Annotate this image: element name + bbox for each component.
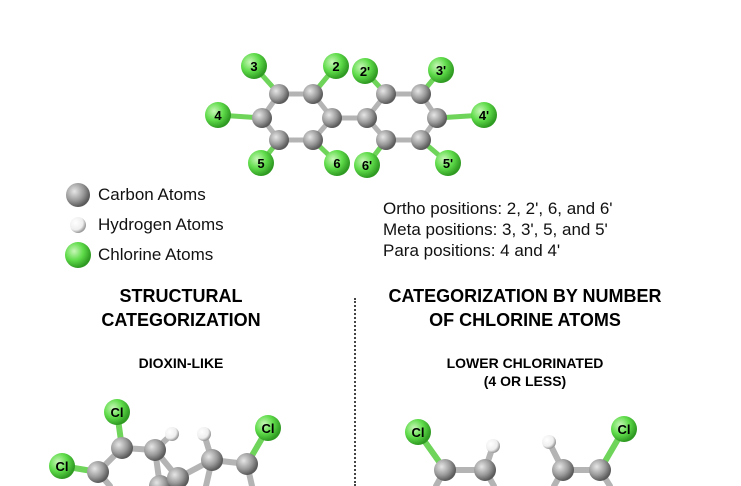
legend-label-carbon: Carbon Atoms (98, 185, 206, 204)
svg-text:Cl: Cl (111, 405, 124, 420)
chlorine-atom-2-prime: 2' (352, 58, 378, 84)
chlorine-atom-2: 2 (323, 53, 349, 79)
svg-text:Cl: Cl (412, 425, 425, 440)
svg-text:4': 4' (479, 108, 489, 123)
position-description: Ortho positions: 2, 2', 6, and 6' Meta p… (383, 198, 613, 261)
svg-text:3: 3 (250, 59, 257, 74)
svg-text:3': 3' (436, 63, 446, 78)
lower-chlorinated-subheading: LOWER CHLORINATED (4 OR LESS) (446, 355, 604, 389)
chlorine-atom-6: 6 (324, 150, 350, 176)
chlorine-atom-4-prime: 4' (471, 102, 497, 128)
dioxin-cl-top: Cl (104, 399, 130, 425)
chlorine-atom-5-prime: 5' (435, 150, 461, 176)
svg-text:6': 6' (362, 158, 372, 173)
chlorine-atom-5: 5 (248, 150, 274, 176)
chlorine-atom-3-prime: 3' (428, 57, 454, 83)
chlorine-number-categorization-heading: CATEGORIZATION BY NUMBER OF CHLORINE ATO… (388, 286, 662, 330)
svg-text:2': 2' (360, 64, 370, 79)
lower-cl-left: Cl (405, 419, 431, 445)
chlorine-atom-icon (65, 242, 91, 268)
meta-positions: Meta positions: 3, 3', 5, and 5' (383, 220, 608, 239)
svg-text:5: 5 (257, 156, 264, 171)
svg-text:Cl: Cl (262, 421, 275, 436)
legend-label-chlorine: Chlorine Atoms (98, 245, 214, 264)
svg-text:Cl: Cl (56, 459, 69, 474)
para-positions: Para positions: 4 and 4' (383, 241, 561, 260)
dioxin-cl-left: Cl (49, 453, 75, 479)
legend-label-hydrogen: Hydrogen Atoms (98, 215, 224, 234)
structural-categorization-heading: STRUCTURAL CATEGORIZATION (101, 286, 261, 330)
carbon-atoms (252, 84, 447, 150)
lower-cl-right: Cl (611, 416, 637, 442)
ortho-positions: Ortho positions: 2, 2', 6, and 6' (383, 199, 613, 218)
dioxin-like-molecule: Cl Cl Cl (49, 399, 281, 486)
svg-text:2: 2 (332, 59, 339, 74)
panel-divider (354, 298, 356, 486)
dioxin-like-subheading: DIOXIN-LIKE (138, 355, 224, 371)
legend-row-chlorine: Chlorine Atoms (64, 240, 224, 270)
chlorine-atom-3: 3 (241, 53, 267, 79)
svg-text:6: 6 (333, 156, 340, 171)
svg-text:4: 4 (214, 108, 222, 123)
svg-text:Cl: Cl (618, 422, 631, 437)
svg-text:5': 5' (443, 156, 453, 171)
carbon-atom-icon (66, 183, 90, 207)
lower-chlorinated-molecule: Cl Cl (405, 416, 637, 486)
legend-row-carbon: Carbon Atoms (64, 180, 224, 210)
legend-row-hydrogen: Hydrogen Atoms (64, 210, 224, 240)
atom-legend: Carbon Atoms Hydrogen Atoms Chlorine Ato… (64, 180, 224, 270)
top-biphenyl-molecule: 2 3 4 5 6 2' 3' 4' 5' 6' (205, 53, 497, 178)
chlorine-atom-4: 4 (205, 102, 231, 128)
chlorine-atom-6-prime: 6' (354, 152, 380, 178)
dioxin-cl-right: Cl (255, 415, 281, 441)
hydrogen-atom-icon (70, 217, 86, 233)
chlorine-atoms: 2 3 4 5 6 2' 3' 4' 5' 6' (205, 53, 497, 178)
